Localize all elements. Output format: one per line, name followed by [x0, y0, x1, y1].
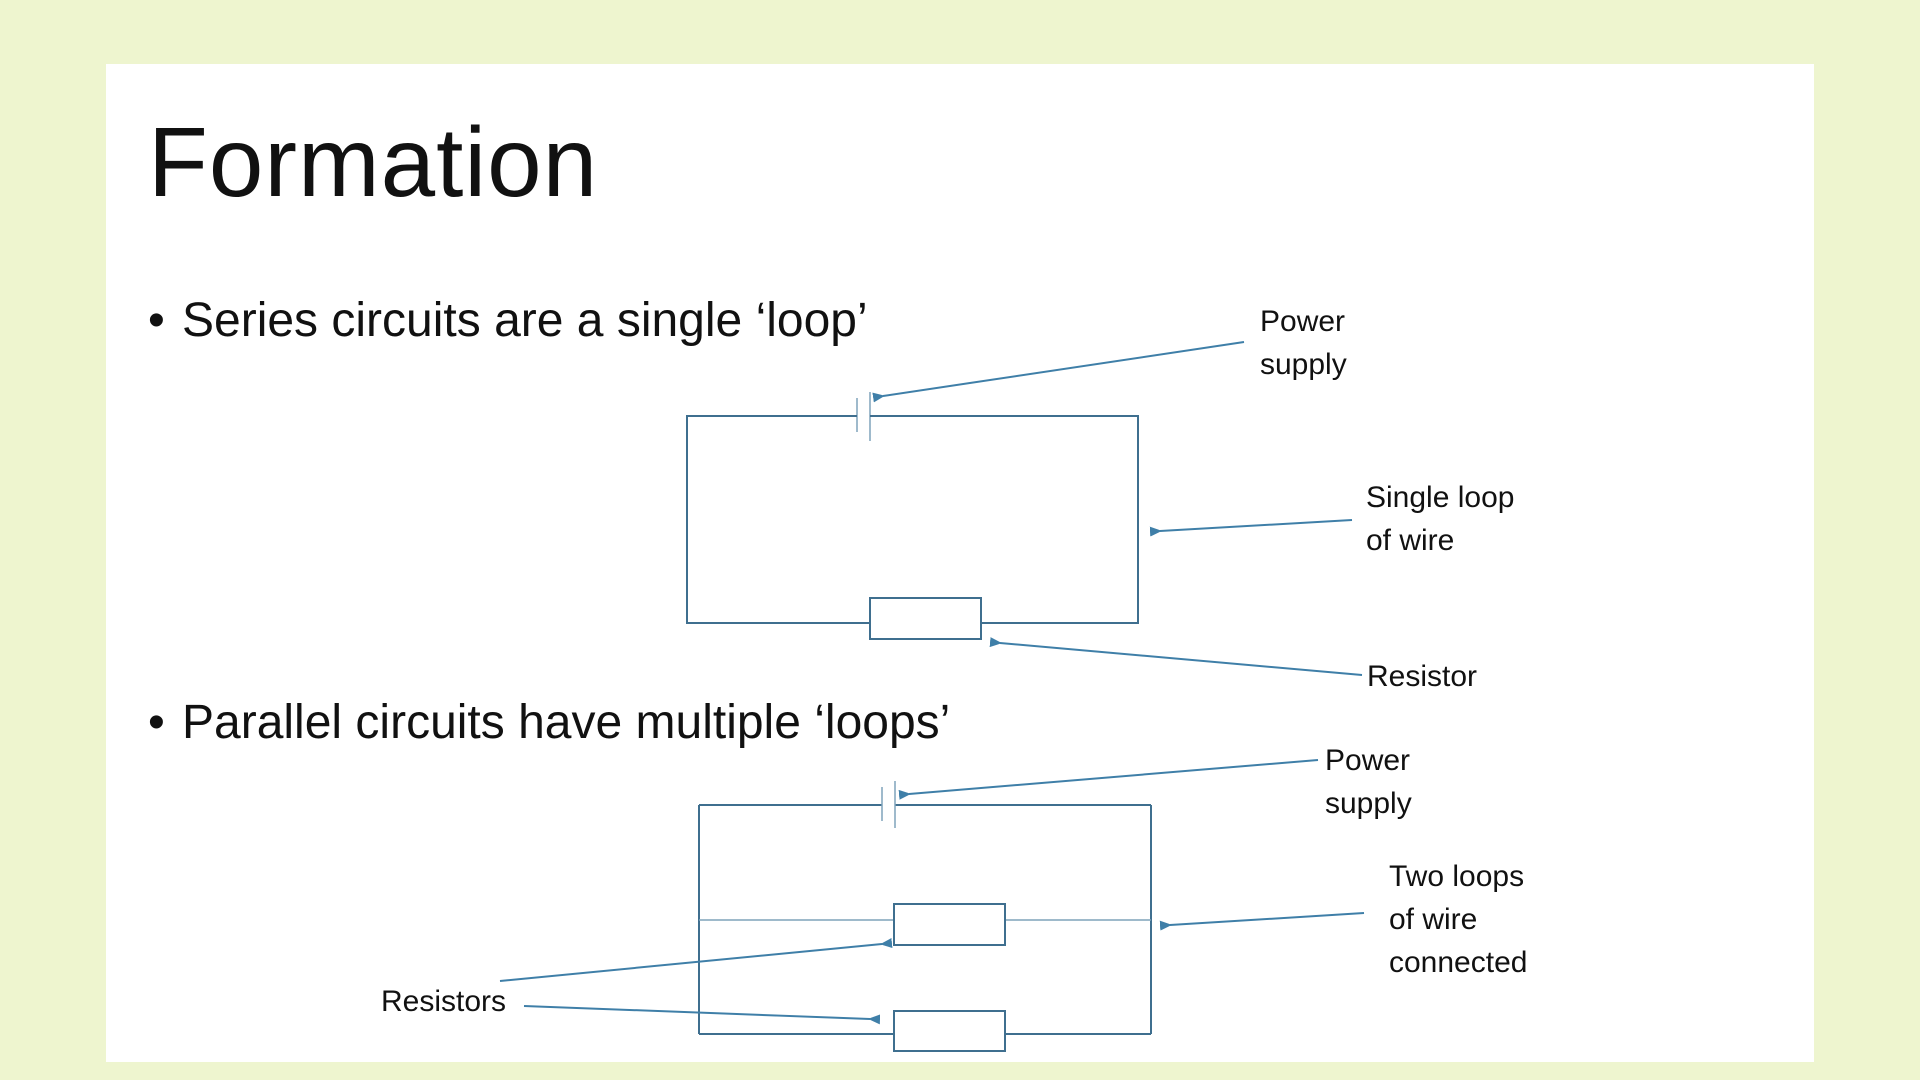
parallel-resistor-upper	[893, 903, 1006, 946]
series-resistor	[869, 597, 982, 640]
label-of-wire-parallel: of wire	[1389, 903, 1477, 936]
series-circuit	[686, 392, 1139, 640]
arrow-two-loops	[1159, 912, 1365, 931]
bullet-series: • Series circuits are a single ‘loop’	[148, 292, 868, 350]
arrow-resistor	[989, 637, 1363, 676]
label-power-parallel: Power	[1325, 744, 1410, 777]
label-supply: supply	[1260, 348, 1347, 381]
arrow-resistor-lower	[523, 1005, 881, 1025]
arrow-power-supply-series	[872, 341, 1245, 403]
label-resistors: Resistors	[381, 985, 506, 1018]
parallel-resistor-lower	[893, 1010, 1006, 1052]
label-single-loop: Single loop	[1366, 481, 1514, 514]
label-power: Power	[1260, 305, 1345, 338]
bullet-dot: •	[148, 696, 165, 749]
bullet-parallel: • Parallel circuits have multiple ‘loops’	[148, 694, 950, 752]
arrow-single-loop	[1149, 519, 1353, 537]
arrow-power-supply-parallel	[898, 759, 1319, 800]
label-connected: connected	[1389, 946, 1527, 979]
label-resistor: Resistor	[1367, 660, 1477, 693]
label-two-loops: Two loops	[1389, 860, 1524, 893]
bullet-dot: •	[148, 294, 165, 347]
label-supply-parallel: supply	[1325, 787, 1412, 820]
series-wire-loop	[686, 415, 1139, 624]
parallel-circuit	[698, 781, 1152, 1052]
bullet-parallel-text: Parallel circuits have multiple ‘loops’	[182, 696, 951, 749]
arrow-resistor-upper	[499, 938, 893, 982]
label-of-wire: of wire	[1366, 524, 1454, 557]
slide-title: Formation	[148, 107, 599, 217]
bullet-series-text: Series circuits are a single ‘loop’	[182, 294, 868, 347]
slide	[106, 64, 1814, 1062]
